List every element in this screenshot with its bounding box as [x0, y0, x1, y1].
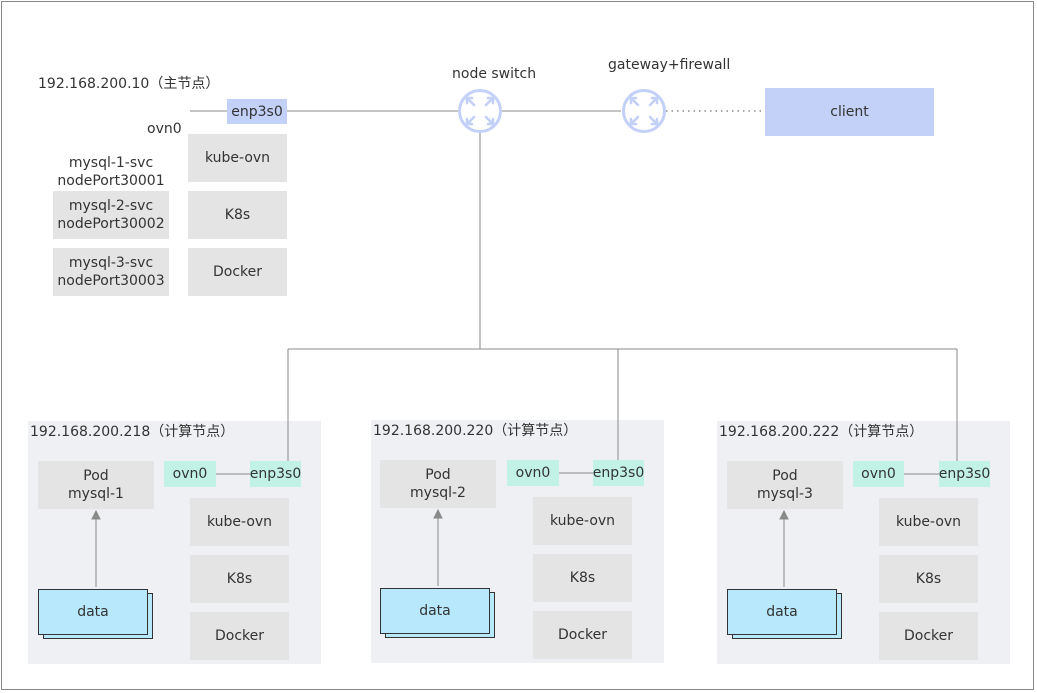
worker-1-enp3s0-interface: enp3s0 [250, 461, 301, 487]
pod-label: Pod [425, 467, 451, 483]
worker-2-docker-box: Docker [533, 611, 632, 659]
service-port: nodePort30003 [57, 273, 165, 289]
worker-1-ovn0-interface: ovn0 [164, 461, 216, 487]
master-kube-ovn-box: kube-ovn [188, 134, 287, 182]
worker-3-title: 192.168.200.222（计算节点） [719, 424, 924, 440]
pod-name: mysql-1 [68, 486, 124, 502]
worker-2-ovn0-interface: ovn0 [507, 460, 559, 486]
service-name: mysql-3-svc [68, 255, 154, 271]
worker-1-docker-box: Docker [190, 612, 289, 660]
worker-2-kube-ovn-box: kube-ovn [533, 497, 632, 545]
worker-1-kube-ovn-box: kube-ovn [190, 498, 289, 546]
worker-3-docker-box: Docker [879, 612, 978, 660]
worker-3-kube-ovn-box: kube-ovn [879, 498, 978, 546]
worker-1-pod-box: Pod mysql-1 [38, 461, 154, 509]
worker-3-data-volume: data [727, 589, 843, 639]
pod-label: Pod [772, 468, 798, 484]
worker-3-k8s-box: K8s [879, 555, 978, 603]
worker-2-k8s-box: K8s [533, 554, 632, 602]
data-volume-label: data [727, 589, 837, 635]
worker-3-enp3s0-interface: enp3s0 [939, 461, 990, 487]
client-box: client [765, 88, 934, 136]
worker-2-arrow-head [433, 508, 443, 519]
service-name: mysql-1-svc [68, 155, 154, 171]
service-name: mysql-2-svc [68, 198, 154, 214]
worker-1-arrow-head [91, 509, 101, 520]
node-switch-label: node switch [452, 66, 537, 82]
pod-name: mysql-2 [410, 485, 466, 501]
worker-2-enp3s0-interface: enp3s0 [593, 460, 644, 486]
router-icon [458, 89, 502, 133]
worker-1-title: 192.168.200.218（计算节点） [30, 424, 235, 440]
master-ovn0-label: ovn0 [147, 121, 182, 137]
worker-3-pod-box: Pod mysql-3 [727, 461, 843, 509]
service-port: nodePort30002 [57, 216, 165, 232]
worker-3-arrow-head [779, 509, 789, 520]
master-docker-box: Docker [188, 248, 287, 296]
mysql-1-svc-label: mysql-1-svc nodePort30001 [53, 154, 169, 190]
worker-1-data-volume: data [38, 589, 154, 639]
gateway-router-icon [622, 89, 666, 133]
worker-2-pod-box: Pod mysql-2 [380, 460, 496, 508]
pod-name: mysql-3 [757, 486, 813, 502]
worker-1-k8s-box: K8s [190, 555, 289, 603]
worker-2-data-volume: data [380, 588, 496, 638]
data-volume-label: data [38, 589, 148, 635]
service-port: nodePort30001 [57, 173, 165, 189]
data-volume-label: data [380, 588, 490, 634]
gateway-label: gateway+firewall [608, 57, 731, 73]
master-enp3s0-interface: enp3s0 [227, 99, 287, 124]
pod-label: Pod [83, 468, 109, 484]
master-k8s-box: K8s [188, 191, 287, 239]
master-node-title: 192.168.200.10（主节点） [38, 76, 220, 92]
worker-2-title: 192.168.200.220（计算节点） [373, 423, 578, 439]
mysql-2-svc-box: mysql-2-svc nodePort30002 [53, 191, 169, 239]
mysql-3-svc-box: mysql-3-svc nodePort30003 [53, 248, 169, 296]
worker-3-ovn0-interface: ovn0 [853, 461, 904, 487]
